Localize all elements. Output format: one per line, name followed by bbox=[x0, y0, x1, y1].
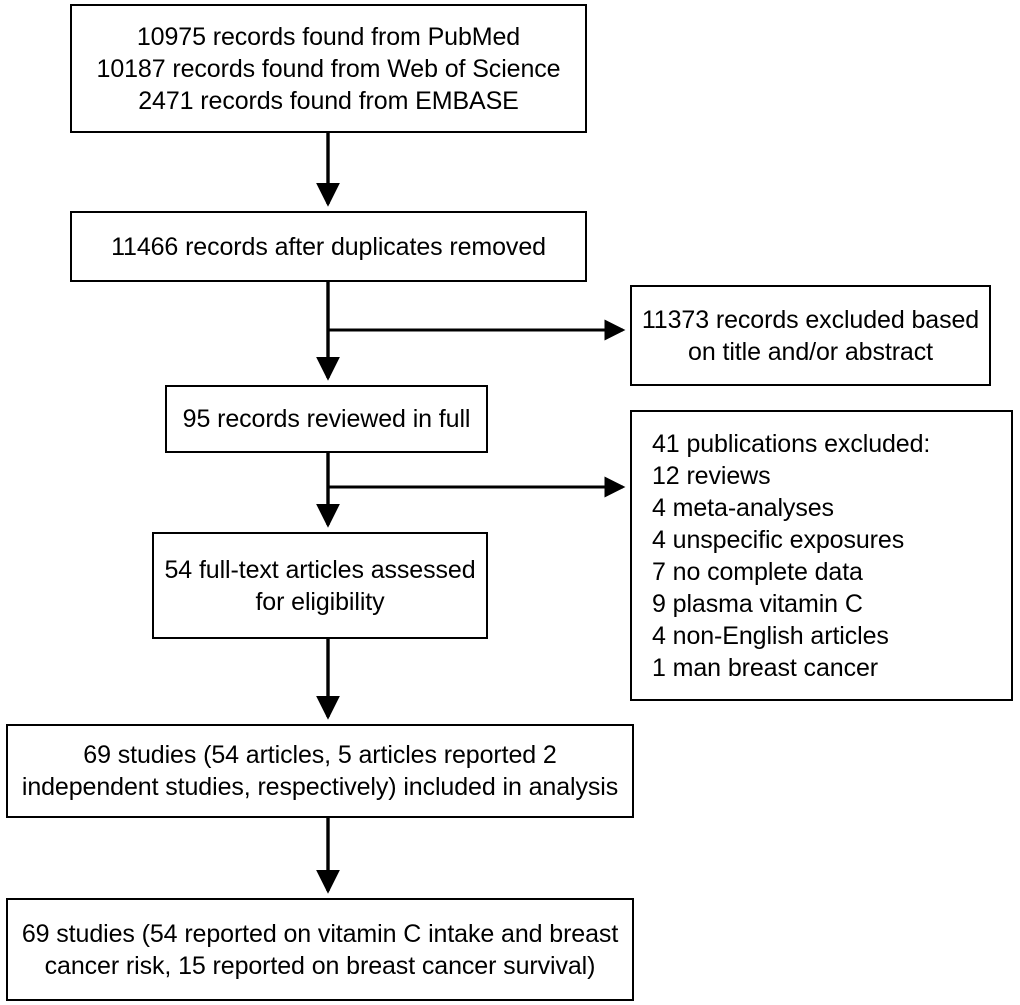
records-after-duplicates-box: 11466 records after duplicates removed bbox=[70, 211, 587, 282]
records-excluded-title-abstract-box: 11373 records excluded based on title an… bbox=[630, 285, 991, 386]
box-line: 95 records reviewed in full bbox=[182, 405, 471, 433]
publications-excluded-box: 41 publications excluded: 12 reviews 4 m… bbox=[630, 410, 1013, 701]
records-reviewed-in-full-box: 95 records reviewed in full bbox=[165, 385, 488, 453]
box-line: 11466 records after duplicates removed bbox=[111, 232, 546, 261]
full-text-assessed-box: 54 full-text articles assessed for eligi… bbox=[152, 532, 488, 639]
box-line: 10975 records found from PubMed bbox=[136, 22, 521, 51]
box-line: for eligibility bbox=[255, 587, 385, 616]
box-line: 69 studies (54 articles, 5 articles repo… bbox=[83, 741, 557, 769]
box-line: on title and/or abstract bbox=[688, 337, 933, 366]
records-identified-box: 10975 records found from PubMed 10187 re… bbox=[70, 4, 587, 133]
box-line: 4 non-English articles bbox=[652, 621, 889, 650]
box-line: cancer risk, 15 reported on breast cance… bbox=[44, 951, 596, 980]
box-line: 1 man breast cancer bbox=[652, 653, 878, 682]
studies-included-in-analysis-box: 69 studies (54 articles, 5 articles repo… bbox=[6, 724, 634, 818]
box-line: 4 meta-analyses bbox=[652, 493, 834, 522]
box-line: 54 full-text articles assessed bbox=[164, 555, 476, 584]
box-line: 41 publications excluded: bbox=[652, 429, 931, 458]
box-line: 4 unspecific exposures bbox=[652, 525, 905, 554]
box-line: 9 plasma vitamin C bbox=[652, 589, 863, 618]
box-line: 7 no complete data bbox=[652, 557, 863, 586]
box-line: 10187 records found from Web of Science bbox=[96, 54, 561, 83]
box-line: 2471 records found from EMBASE bbox=[138, 86, 519, 115]
box-line: 69 studies (54 reported on vitamin C int… bbox=[21, 919, 619, 948]
box-line: 12 reviews bbox=[652, 461, 771, 490]
box-line: independent studies, respectively) inclu… bbox=[21, 773, 619, 801]
box-line: 11373 records excluded based bbox=[641, 305, 980, 334]
studies-outcome-split-box: 69 studies (54 reported on vitamin C int… bbox=[6, 898, 634, 1001]
